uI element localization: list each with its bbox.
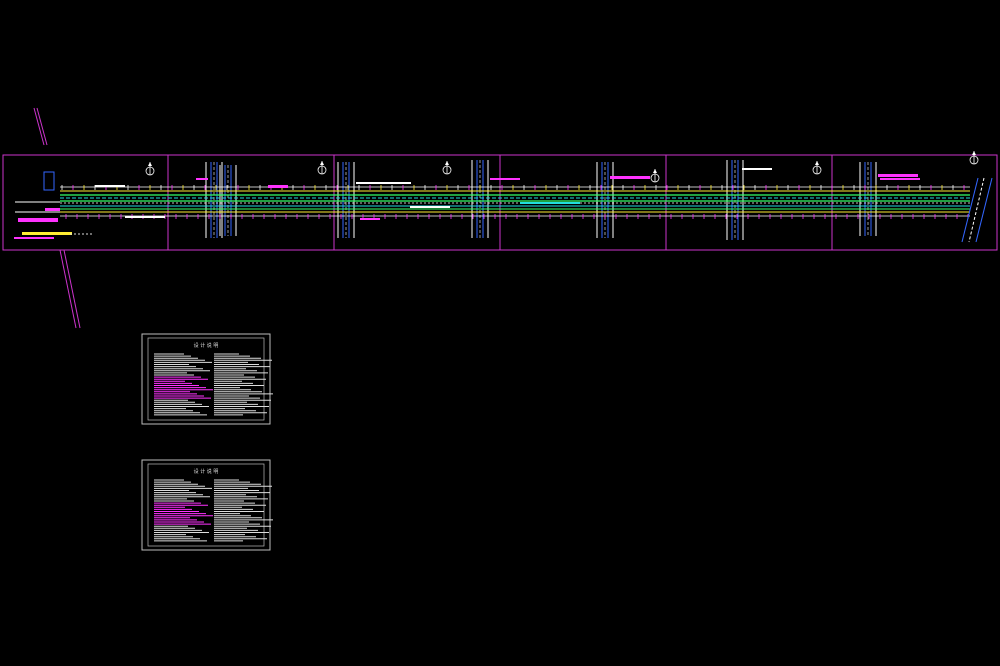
station-ticks — [61, 185, 969, 219]
main-road-lines — [60, 186, 970, 217]
north-arrow-icon — [317, 161, 327, 175]
north-arrow-icon — [145, 162, 155, 176]
design-notes-sheet-2[interactable]: 设 计 说 明 — [141, 459, 273, 551]
annotation-callout — [520, 202, 580, 204]
north-arrow-icon — [650, 169, 660, 183]
annotation-callout — [610, 176, 650, 179]
start-detail — [14, 171, 92, 239]
north-arrow-icon — [812, 161, 822, 175]
right-end-road — [961, 177, 993, 243]
cross-street — [471, 160, 489, 238]
segment-dividers — [167, 155, 833, 250]
cross-street — [337, 162, 355, 238]
annotation-callout — [125, 216, 165, 218]
annotation-callout — [490, 178, 520, 180]
north-arrow-icon — [969, 151, 979, 165]
north-arrows — [145, 151, 979, 183]
annotation-callout — [45, 208, 60, 211]
annotation-callout — [196, 178, 208, 180]
north-arrow-icon — [442, 161, 452, 175]
annotation-callout — [410, 206, 450, 208]
annotation-callout — [268, 185, 288, 188]
cross-street — [859, 162, 877, 236]
sheet-title: 设 计 说 明 — [194, 342, 219, 349]
annotation-callout — [95, 185, 125, 187]
annotation-callout — [880, 178, 920, 180]
design-notes-sheet-1[interactable]: 设 计 说 明 — [141, 333, 273, 425]
annotation-callout — [356, 182, 411, 184]
road-plan-sheet — [2, 151, 998, 251]
annotation-callout — [878, 174, 918, 177]
left-diagonal-road — [33, 107, 81, 329]
sheet-title: 设 计 说 明 — [194, 468, 219, 475]
cross-street — [205, 162, 223, 238]
annotation-callout — [360, 218, 380, 220]
cross-street — [596, 162, 614, 238]
annotation-callouts — [45, 168, 920, 220]
annotation-callout — [742, 168, 772, 170]
cross-street — [726, 160, 744, 240]
